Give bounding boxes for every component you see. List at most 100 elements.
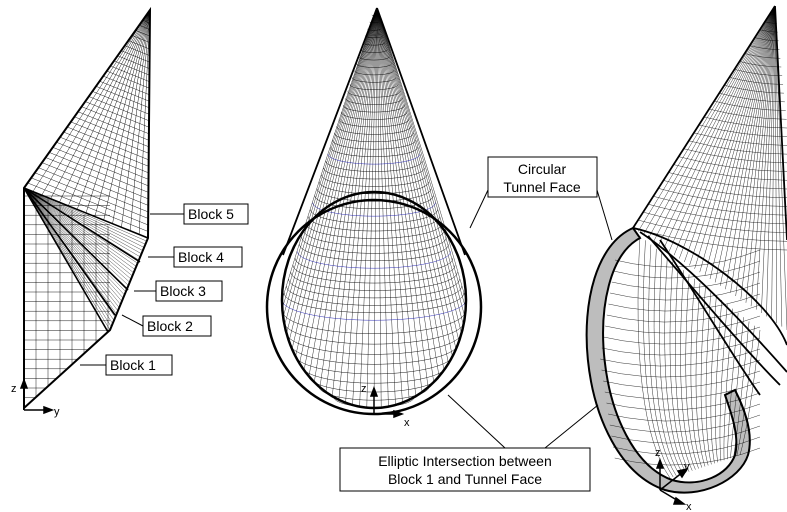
mesh-curve [724,309,733,461]
elliptic-callout-line2: Block 1 and Tunnel Face [388,471,542,487]
mesh-line [104,10,150,220]
mesh-curve [704,117,787,128]
left-block-boundaries [23,187,149,333]
mesh-line [42,10,150,195]
mesh-curve [716,300,722,462]
mesh-line [24,188,111,326]
mesh-curve [341,112,407,119]
mesh-curve [377,8,416,396]
mesh-line [24,188,121,301]
mesh-line [669,6,775,252]
mesh-curve [377,8,456,349]
mesh-line [35,173,148,219]
mesh-line [114,61,149,75]
mesh-line [33,10,150,192]
mesh-line [113,10,150,224]
mesh-curve [302,237,447,253]
mesh-curve [321,175,426,187]
mesh-line [42,163,148,206]
mesh-line [64,132,149,166]
mesh-line [24,188,131,279]
mesh-curve [343,105,404,112]
mesh-curve [319,182,429,194]
mesh-curve [714,101,786,110]
middle-front-view: z x [265,7,483,429]
mesh-curve [339,8,377,400]
mesh-curve [613,437,760,454]
mesh-curve [377,8,463,325]
mesh-line [654,6,775,242]
mesh-line [31,178,148,225]
middle-axis-x-label: x [404,417,410,429]
mesh-line [772,6,775,320]
mesh-curve [603,371,760,388]
mesh-curve [296,8,377,356]
mesh-curve [674,165,787,181]
mesh-curve [675,266,692,471]
mesh-curve [326,8,377,392]
mesh-line [56,142,148,179]
mesh-line [715,6,775,282]
middle-cone-outline [282,7,466,256]
mesh-line [130,10,150,231]
mesh-line [128,41,149,50]
circular-callout-line1: Circular [518,161,567,177]
mesh-line [49,152,148,192]
mesh-curve [653,196,787,215]
right-axis-z-label: z [655,447,661,459]
mesh-curve [706,292,711,465]
mesh-curve [648,204,787,224]
right-cone-outline [632,5,787,241]
mesh-curve [352,78,396,83]
mesh-curve [699,125,787,137]
mesh-curve [309,8,377,376]
mesh-curve [377,8,461,333]
mesh-line [143,20,150,23]
mesh-curve [709,109,787,119]
right-axis-triad [655,457,689,505]
middle-cone-mesh [282,8,466,408]
mesh-curve [607,305,760,322]
left-axis-triad [19,377,55,415]
mesh-curve [730,317,743,458]
mesh-curve [615,448,760,465]
mesh-line [86,10,150,213]
mesh-curve [612,272,760,289]
mesh-curve [615,250,760,267]
mesh-line [766,6,775,316]
mesh-curve [377,8,452,356]
mesh-line [95,10,150,217]
mesh-line [24,188,123,298]
mesh-curve [282,311,465,334]
mesh-line [710,6,775,279]
mesh-curve [354,71,393,75]
mesh-line [648,6,775,238]
block1-label: Block 1 [110,357,156,373]
mesh-curve [606,393,760,410]
mesh-curve [377,8,439,376]
mesh-line [67,127,148,160]
block3-box [155,280,223,302]
mesh-line [679,6,775,259]
mesh-line [78,112,149,141]
mesh-line [775,6,777,323]
mesh-curve [663,180,787,197]
mesh-line [51,10,150,199]
mesh-line [659,6,775,245]
mesh-curve [643,212,787,232]
mesh-curve [304,8,377,370]
mesh-line [24,188,124,294]
mesh-line [59,10,150,202]
mesh-line [96,86,149,107]
mesh-curve [370,22,379,23]
mesh-curve [659,253,682,474]
mesh-line [118,56,150,69]
mesh-curve [658,188,787,206]
mesh-curve [287,8,377,333]
mesh-curve [284,293,464,313]
left-axis-y-label: y [54,406,60,418]
mesh-curve [295,258,453,275]
mesh-curve [315,196,433,209]
left-side-view: z y [11,6,152,418]
